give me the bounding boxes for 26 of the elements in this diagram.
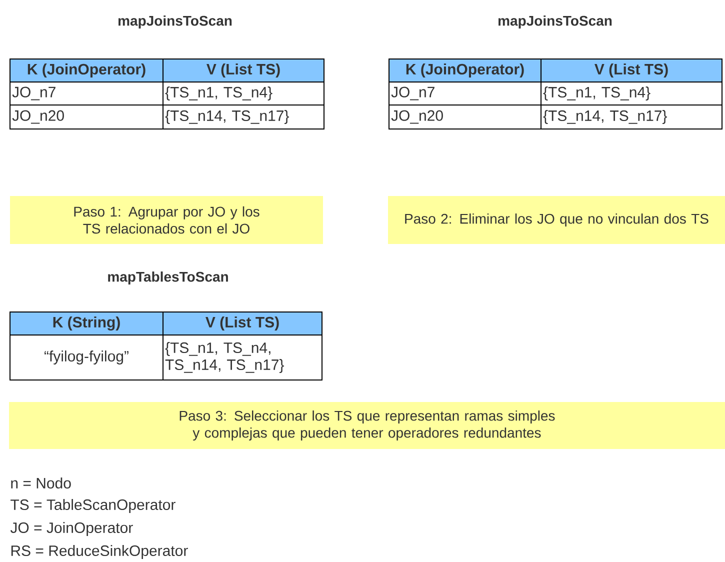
table-cell: {TS_n1, TS_n4} [162,82,324,106]
table-cell: {TS_n14, TS_n17} [540,104,722,130]
step-box: Paso 3: Seleccionar los TS que representan ramas simples y complejas que pueden tener operadores redundantes [9,402,725,449]
table-header-cell: K (String) [10,312,164,336]
table-cell: JO_n20 [10,104,164,130]
note-text: n = Nodo [11,478,71,488]
step-box: Paso 1: Agrupar por JO y los TS relacionados con el JO [10,196,323,244]
table-cell: {TS_n1, TS_n4, TS_n14, TS_n17} [162,334,322,380]
note-text: TS = TableScanOperator [10,499,176,513]
table-cell: JO_n7 [388,82,542,106]
table-cell: JO_n7 [10,82,164,106]
note-text: RS = ReduceSinkOperator [11,545,188,559]
table-title: mapTablesToScan [108,271,228,285]
table-header-cell: K (JoinOperator) [10,58,164,82]
table-header-cell: K (JoinOperator) [388,58,542,82]
table-title: mapJoinsToScan [118,15,232,29]
table-header-cell: V (List TS) [540,58,722,82]
table-cell: {TS_n14, TS_n17} [162,104,324,130]
table-header-cell: V (List TS) [162,58,324,82]
table-cell: {TS_n1, TS_n4} [540,82,722,106]
table-cell: “fyilog-fyilog” [10,334,164,380]
note-text: JO = JoinOperator [10,522,133,536]
step-box: Paso 2: Eliminar los JO que no vinculan dos TS [388,196,725,244]
table-header-cell: V (List TS) [162,312,322,336]
table-title: mapJoinsToScan [498,15,612,29]
table-cell: JO_n20 [388,104,542,130]
